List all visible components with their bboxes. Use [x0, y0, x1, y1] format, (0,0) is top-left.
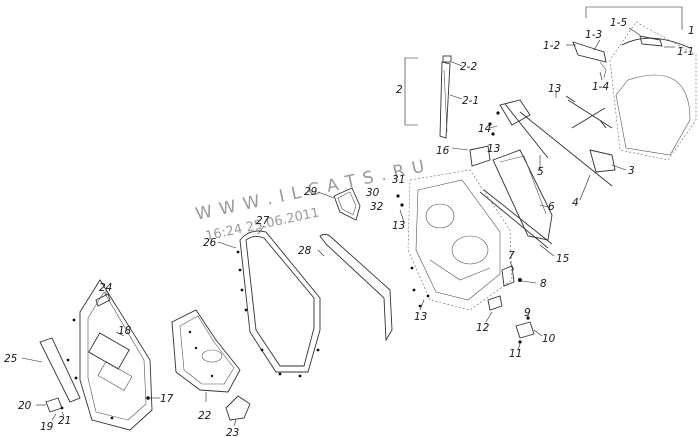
callout-27: 27 [256, 215, 270, 227]
callout-25: 25 [4, 353, 18, 365]
callout-17: 17 [160, 393, 174, 405]
callout-5: 5 [537, 166, 544, 178]
callout-13-bottom: 13 [414, 311, 427, 323]
callout-13-regulator: 13 [487, 143, 500, 155]
callout-1-5: 1-5 [610, 17, 627, 29]
door-trim-panel [21, 279, 160, 431]
callout-2: 2 [396, 84, 403, 96]
callout-30: 30 [366, 187, 380, 199]
callout-1-3: 1-3 [585, 29, 602, 41]
inner-door-frame [396, 169, 513, 311]
callout-10: 10 [542, 333, 556, 345]
door-glass [451, 145, 555, 257]
callout-29: 29 [304, 186, 318, 198]
outer-handle-assembly [566, 6, 697, 161]
callout-7: 7 [508, 250, 515, 262]
callout-2-2: 2-2 [460, 61, 477, 73]
callout-1-4: 1-4 [592, 81, 609, 93]
callout-14: 14 [478, 123, 491, 135]
callout-28: 28 [298, 245, 312, 257]
callout-13-top: 13 [548, 83, 561, 95]
callout-22: 22 [198, 410, 212, 422]
callout-1-2: 1-2 [543, 40, 560, 52]
callout-18: 18 [118, 325, 132, 337]
callout-1: 1 [688, 25, 695, 37]
callout-9: 9 [524, 307, 531, 319]
callout-21: 21 [58, 415, 71, 427]
callout-12: 12 [476, 322, 490, 334]
callout-24: 24 [99, 282, 112, 294]
callout-31: 31 [392, 174, 405, 186]
callout-8: 8 [540, 278, 547, 290]
callout-15: 15 [556, 253, 570, 265]
callout-13-frame: 13 [392, 220, 405, 232]
callout-3: 3 [628, 165, 635, 177]
inner-liner-and-cover [171, 309, 251, 427]
callout-2-1: 2-1 [462, 95, 479, 107]
callout-1-1: 1-1 [677, 46, 694, 58]
callout-4: 4 [572, 197, 579, 209]
callout-labels: 1 1-1 1-2 1-3 1-4 1-5 2 2-1 2-2 3 4 5 6 … [4, 17, 695, 437]
callout-20: 20 [18, 400, 32, 412]
callout-32: 32 [370, 201, 384, 213]
callout-6: 6 [548, 201, 555, 213]
callout-19: 19 [40, 421, 54, 433]
callout-11: 11 [509, 348, 522, 360]
callout-23: 23 [226, 427, 239, 437]
door-hardware [485, 261, 543, 351]
corner-seal [317, 187, 361, 221]
window-regulator [488, 90, 627, 201]
door-weatherstrips [217, 225, 393, 378]
callout-16: 16 [436, 145, 450, 157]
glass-channel [404, 55, 463, 139]
callout-26: 26 [203, 237, 217, 249]
